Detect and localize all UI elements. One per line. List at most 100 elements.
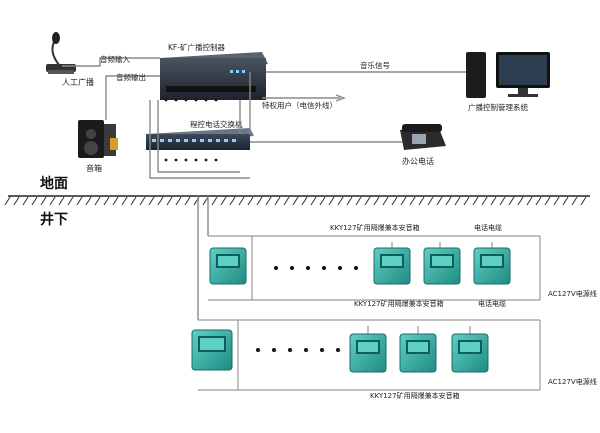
hatch-mark xyxy=(400,196,407,206)
hatch-mark xyxy=(175,196,182,206)
hatch-mark xyxy=(436,196,443,206)
hatch-mark xyxy=(355,196,362,206)
hatch-mark xyxy=(526,196,533,206)
controller-label: KF-矿广播控制器 xyxy=(168,42,225,52)
hatch-mark xyxy=(166,196,173,206)
hatch-mark xyxy=(238,196,245,206)
row-1-dots xyxy=(274,266,358,270)
exchange-switch-icon xyxy=(146,128,254,150)
microphone-icon xyxy=(46,32,76,74)
host-computer-icon xyxy=(466,52,550,98)
loudspeaker-device-icon xyxy=(349,333,387,373)
switch-label: 程控电话交换机 xyxy=(190,119,243,129)
loudspeaker-device-icon xyxy=(209,247,247,285)
loudspeaker-device-icon xyxy=(373,247,411,285)
hatch-mark xyxy=(571,196,578,206)
special-user-label: 特权用户（电信外线） xyxy=(262,100,337,110)
hatch-mark xyxy=(31,196,38,206)
hatch-mark xyxy=(508,196,515,206)
hatch-mark xyxy=(337,196,344,206)
hatch-mark xyxy=(454,196,461,206)
office-phone-label: 办公电话 xyxy=(402,156,434,166)
hatch-mark xyxy=(157,196,164,206)
hatch-mark xyxy=(112,196,119,206)
top-wires xyxy=(62,57,466,179)
row-2-bottom-label: KKY127矿用隔爆兼本安音箱 xyxy=(370,391,460,400)
hatch-mark xyxy=(4,196,11,206)
vertical-dots xyxy=(164,98,218,162)
hatch-mark xyxy=(535,196,542,206)
hatch-mark xyxy=(382,196,389,206)
hatch-mark xyxy=(247,196,254,206)
hatch-mark xyxy=(139,196,146,206)
hatch-mark xyxy=(472,196,479,206)
hatch-mark xyxy=(67,196,74,206)
row-1-bus-label: KKY127矿用隔爆兼本安音箱 xyxy=(330,223,420,232)
loudspeaker-device-icon xyxy=(423,247,461,285)
hatch-mark xyxy=(562,196,569,206)
hatch-mark xyxy=(229,196,236,206)
hatch-mark xyxy=(94,196,101,206)
hatch-mark xyxy=(364,196,371,206)
hatch-mark xyxy=(22,196,29,206)
host-pc-label: 广播控制管理系统 xyxy=(468,102,528,112)
row-2-power-label: AC127V电源线 xyxy=(548,377,597,386)
ground-label: 地面 xyxy=(40,175,68,192)
row-1-phone-line: 电话电缆 xyxy=(474,223,502,232)
hatch-mark xyxy=(418,196,425,206)
hatch-mark xyxy=(310,196,317,206)
hatch-mark xyxy=(256,196,263,206)
hatch-mark xyxy=(40,196,47,206)
hatch-mark xyxy=(553,196,560,206)
hatch-mark xyxy=(373,196,380,206)
hatch-mark xyxy=(346,196,353,206)
loudspeaker-device-icon xyxy=(399,333,437,373)
broadcast-controller-icon xyxy=(160,52,268,100)
hatch-mark xyxy=(58,196,65,206)
row-1-bottom-phone: 电话电缆 xyxy=(478,299,506,308)
hatch-mark xyxy=(391,196,398,206)
underground-label: 井下 xyxy=(40,211,68,228)
row-2 xyxy=(191,319,541,391)
hatch-mark xyxy=(283,196,290,206)
hatch-mark xyxy=(121,196,128,206)
speaker-label: 音箱 xyxy=(86,163,102,173)
hatch-mark xyxy=(220,196,227,206)
hatch-mark xyxy=(319,196,326,206)
hatch-mark xyxy=(292,196,299,206)
row-1-power-label: AC127V电源线 xyxy=(548,289,597,298)
office-phone-icon xyxy=(400,124,446,150)
loudspeaker-device-icon xyxy=(473,247,511,285)
hatch-mark xyxy=(328,196,335,206)
hatch-mark xyxy=(499,196,506,206)
row-1-bottom-label: KKY127矿用隔爆兼本安音箱 xyxy=(354,299,444,308)
row-1 xyxy=(208,235,541,301)
ground-hatch xyxy=(4,196,587,206)
hatch-mark xyxy=(103,196,110,206)
hatch-mark xyxy=(580,196,587,206)
hatch-mark xyxy=(148,196,155,206)
music-signal-label: 音乐信号 xyxy=(360,60,390,70)
speaker-icon xyxy=(78,120,118,158)
hatch-mark xyxy=(76,196,83,206)
audio-output-label: 音频输出 xyxy=(116,72,146,82)
hatch-mark xyxy=(409,196,416,206)
hatch-mark xyxy=(265,196,272,206)
hatch-mark xyxy=(274,196,281,206)
hatch-mark xyxy=(130,196,137,206)
manual-broadcast-label: 人工广播 xyxy=(62,77,94,87)
hatch-mark xyxy=(427,196,434,206)
audio-input-label: 音频输入 xyxy=(100,54,130,64)
hatch-mark xyxy=(481,196,488,206)
hatch-mark xyxy=(85,196,92,206)
loudspeaker-device-icon xyxy=(191,329,233,371)
hatch-mark xyxy=(517,196,524,206)
hatch-mark xyxy=(463,196,470,206)
hatch-mark xyxy=(13,196,20,206)
hatch-mark xyxy=(301,196,308,206)
hatch-mark xyxy=(445,196,452,206)
hatch-mark xyxy=(211,196,218,206)
loudspeaker-device-icon xyxy=(451,333,489,373)
hatch-mark xyxy=(184,196,191,206)
